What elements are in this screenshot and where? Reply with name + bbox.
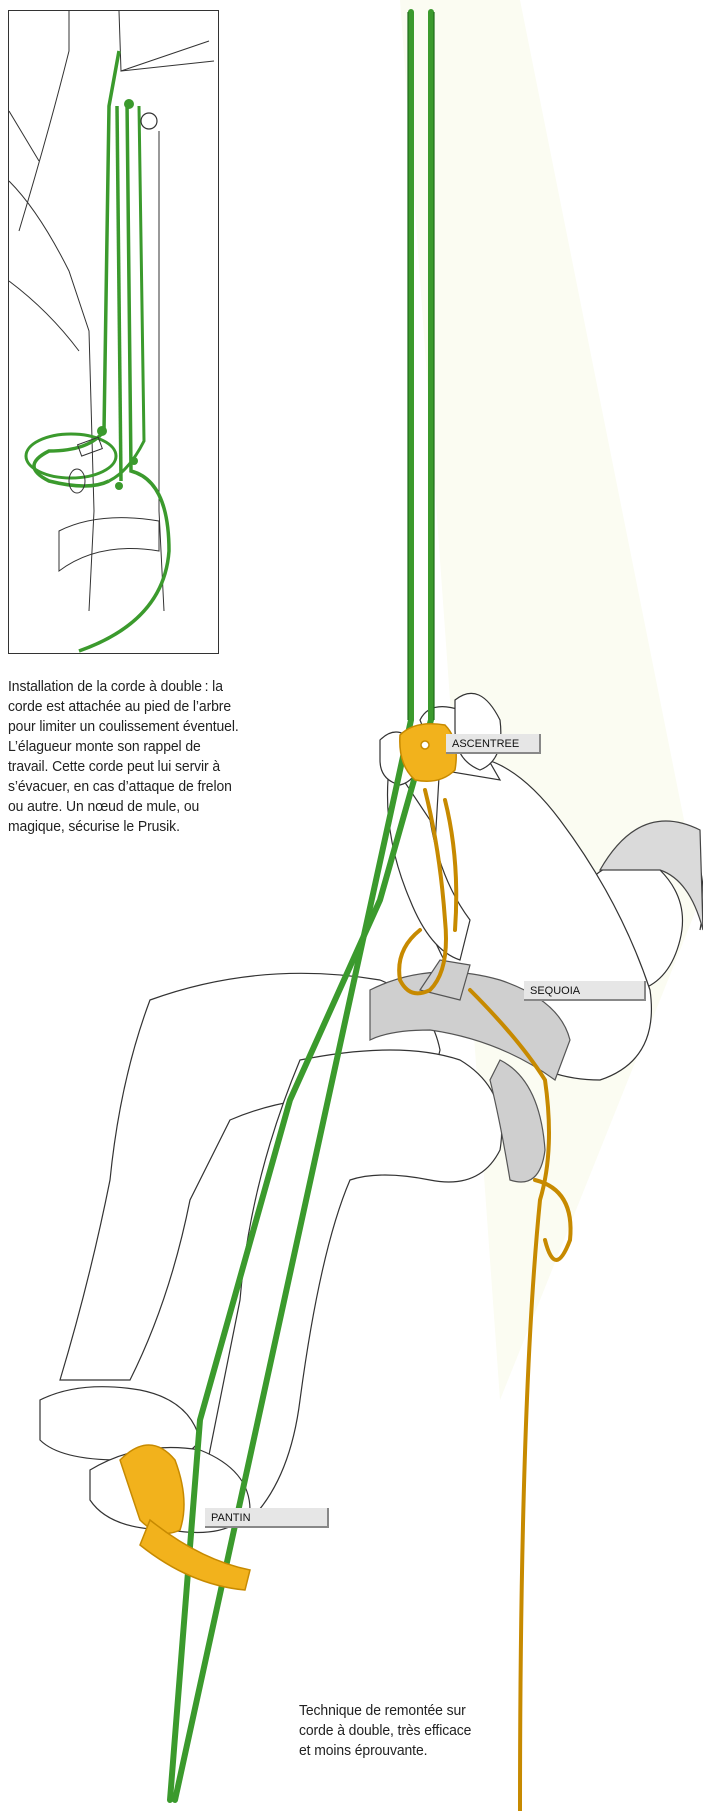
- ascentree-label: ASCENTREE: [446, 734, 541, 754]
- sequoia-label: SEQUOIA: [524, 981, 646, 1001]
- pantin-label: PANTIN: [205, 1508, 329, 1528]
- technique-caption: Technique de remontée sur corde à double…: [299, 1701, 485, 1761]
